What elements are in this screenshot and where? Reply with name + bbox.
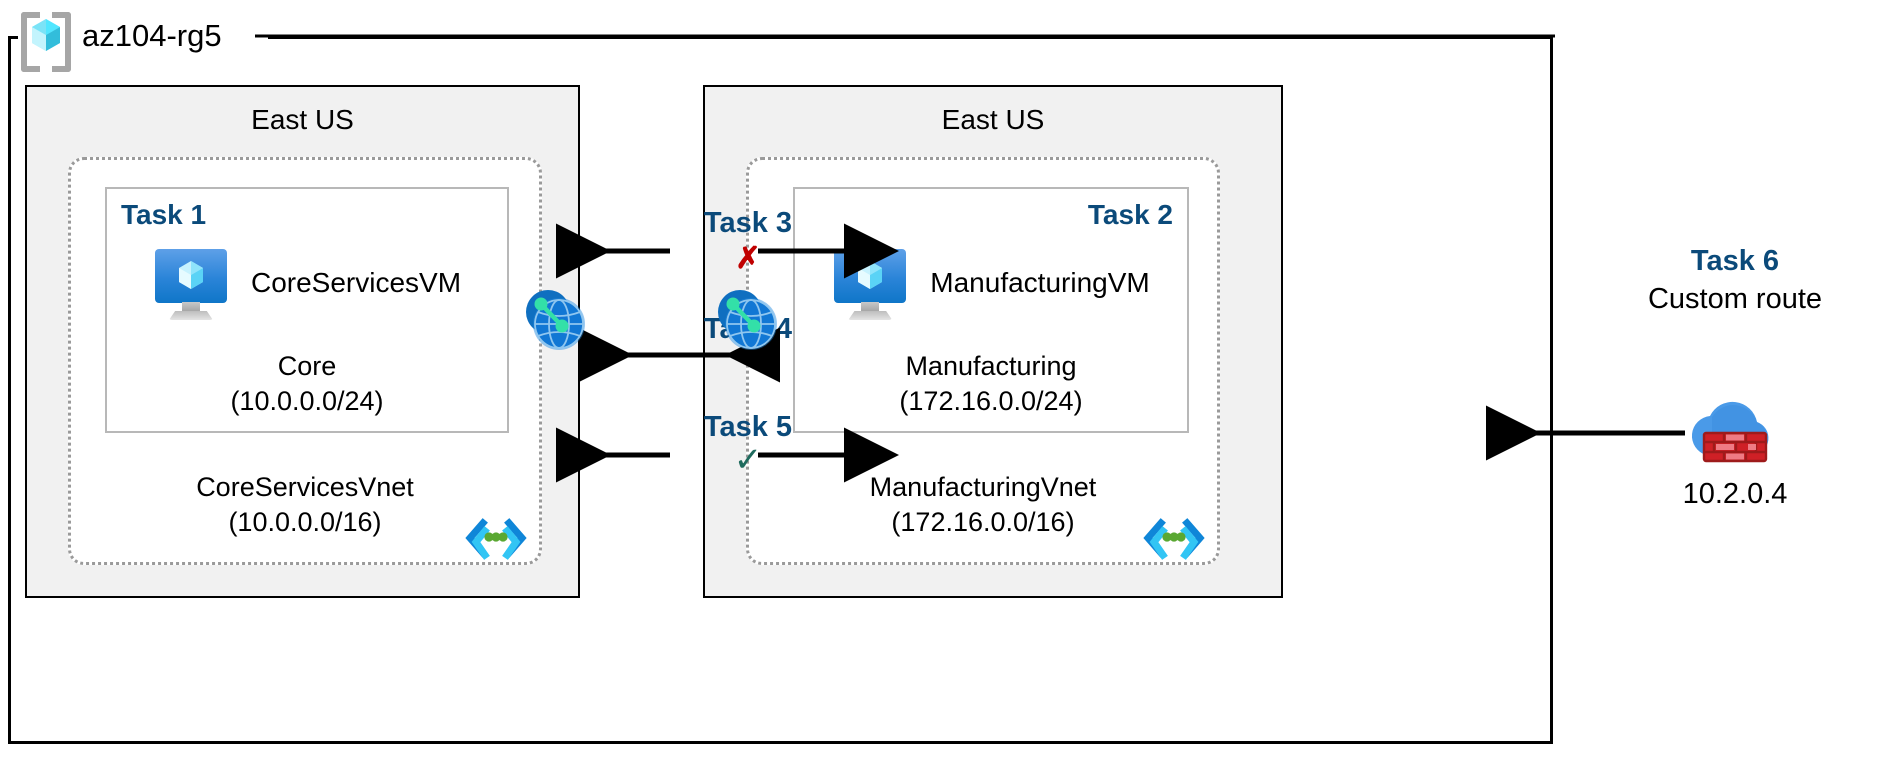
task-2-label: Task 2 — [1087, 199, 1173, 230]
subnet-core: Task 1 CoreServicesVM — [105, 187, 509, 433]
vnet-icon — [465, 518, 527, 560]
bracket-right — [52, 12, 71, 72]
vnet-peering-icon — [518, 282, 592, 356]
task-5-allowed-mark: ✓ — [733, 441, 763, 479]
custom-route-arrow — [1486, 405, 1685, 461]
task-3-arrows — [556, 223, 899, 279]
subnet-manufacturing-name: Manufacturing — [905, 351, 1077, 381]
task-3-label: Task 3 — [703, 207, 793, 239]
task-4-arrow — [578, 327, 780, 383]
task-5-label: Task 5 — [703, 411, 793, 443]
task-5-arrows — [556, 427, 899, 483]
subnet-manufacturing-cidr: (172.16.0.0/24) — [899, 385, 1083, 416]
task-6-label: Task 6 — [1690, 245, 1780, 277]
resource-group-name: az104-rg5 — [82, 17, 222, 53]
vnet-core-name: CoreServicesVnet — [196, 472, 414, 502]
vnet-manufacturing-name: ManufacturingVnet — [869, 472, 1097, 502]
subnet-manufacturing-meta: Manufacturing (172.16.0.0/24) — [795, 349, 1187, 418]
vm-name-manufacturing: ManufacturingVM — [930, 267, 1150, 298]
resource-group-icon — [20, 10, 72, 72]
subnet-core-name: Core — [277, 351, 337, 381]
vm-neck — [181, 302, 200, 313]
vnet-coreservicesvnet: Task 1 CoreServicesVM — [68, 157, 542, 565]
custom-route-label: Custom route — [1647, 283, 1823, 315]
task-1-label: Task 1 — [121, 199, 207, 230]
task-3-blocked-mark: ✗ — [735, 242, 761, 275]
vm-row-core: CoreServicesVM — [107, 245, 507, 321]
firewall-ip-label: 10.2.0.4 — [1682, 478, 1788, 510]
subnet-core-meta: Core (10.0.0.0/24) — [107, 349, 507, 418]
region-right-label: East US — [941, 104, 1045, 135]
region-east-us-left: East US Task 1 — [25, 85, 580, 598]
vm-neck — [861, 302, 880, 313]
vnet-core-cidr: (10.0.0.0/16) — [228, 506, 382, 537]
resource-group-top-rule — [255, 34, 1555, 38]
vnet-peering-icon — [710, 282, 784, 356]
subnet-core-cidr: (10.0.0.0/24) — [230, 385, 384, 416]
region-left-label: East US — [251, 104, 354, 135]
vm-name-core: CoreServicesVM — [250, 267, 462, 298]
subnet-manufacturing: Task 2 ManufacturingVM — [793, 187, 1189, 433]
virtual-machine-icon — [153, 245, 229, 321]
firewall-icon — [1678, 395, 1788, 473]
resource-group-header: az104-rg5 — [20, 8, 222, 72]
vnet-manufacturing-cidr: (172.16.0.0/16) — [891, 506, 1075, 537]
vnet-core-label: CoreServicesVnet (10.0.0.0/16) — [71, 470, 539, 539]
vm-base — [168, 311, 213, 320]
vnet-manufacturing-label: ManufacturingVnet (172.16.0.0/16) — [749, 470, 1217, 539]
vnet-icon — [1143, 518, 1205, 560]
bracket-left — [21, 12, 40, 72]
vm-base — [848, 311, 893, 320]
